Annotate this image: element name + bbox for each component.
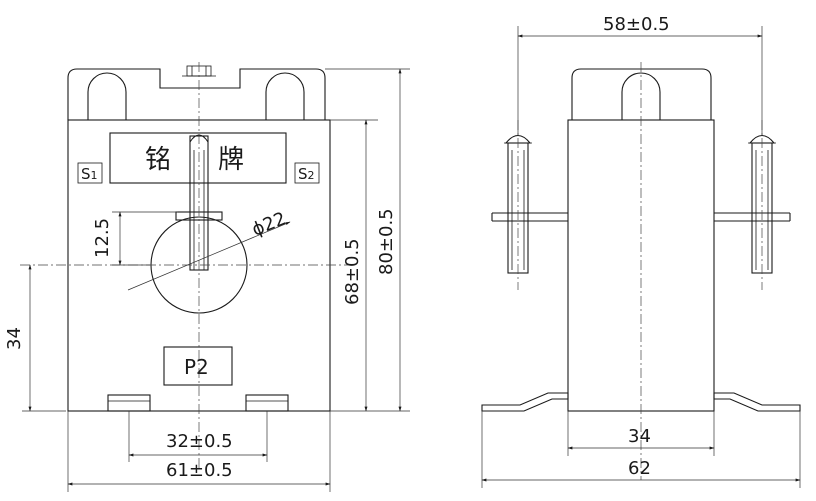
dim-side-62: 62 (628, 458, 651, 479)
front-view: 铭 牌 S1 S2 P2 12.5 ϕ22 (4, 62, 410, 492)
dim-side-34: 34 (628, 426, 651, 447)
nameplate (109, 132, 287, 184)
nameplate-char-right: 牌 (218, 145, 244, 175)
front-cap-arch-left (87, 72, 127, 120)
side-top-cap (571, 68, 712, 120)
nameplate-char-left: 铭 (145, 145, 171, 175)
dim-width-32: 32±0.5 (166, 431, 233, 452)
side-view: 58±0.5 34 62 (481, 14, 801, 488)
foot-left (107, 394, 151, 412)
terminal-p2-label: P2 (184, 355, 209, 379)
terminal-s1-box (77, 162, 103, 184)
dim-hole-diameter: ϕ22 (249, 208, 289, 241)
terminal-p2-box (163, 346, 233, 386)
front-cap-arch-right (265, 72, 305, 120)
side-bracket (481, 392, 569, 412)
dim-height-34: 34 (4, 327, 25, 350)
dim-width-61: 61±0.5 (166, 460, 233, 481)
terminal-s2-box (294, 162, 320, 184)
side-cap-arch (621, 72, 661, 120)
terminal-s1-label: S1 (81, 165, 98, 183)
dim-height-80: 80±0.5 (376, 208, 397, 275)
foot-right (245, 394, 289, 412)
dim-height-68: 68±0.5 (342, 238, 363, 305)
dim-12-5: 12.5 (92, 218, 113, 258)
dim-side-58: 58±0.5 (603, 14, 670, 35)
front-top-cap (67, 68, 326, 120)
terminal-s2-label: S2 (298, 165, 315, 183)
